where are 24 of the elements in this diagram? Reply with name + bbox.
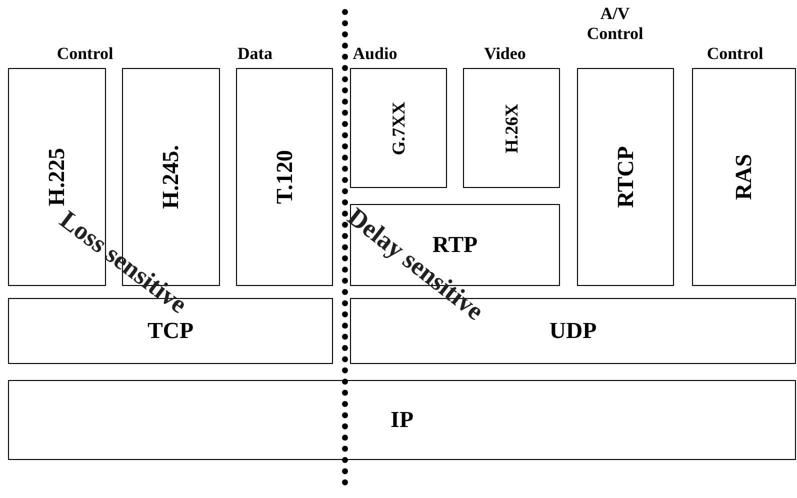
protocol-name: RAS	[731, 154, 757, 200]
protocol-box	[8, 68, 106, 286]
column-heading: Audio	[352, 44, 398, 64]
column-heading: A/V Control	[586, 4, 644, 44]
column-heading: Control	[56, 44, 114, 64]
protocol-name: H.225	[44, 148, 70, 206]
protocol-box	[463, 68, 560, 188]
column-heading: Video	[483, 44, 527, 64]
protocol-name: T.120	[272, 150, 298, 204]
column-heading: Control	[706, 44, 764, 64]
protocol-box	[692, 68, 796, 286]
protocol-name: H.26X	[501, 103, 522, 153]
protocol-name: RTCP	[612, 146, 638, 208]
protocol-name: H.245.	[158, 145, 184, 209]
protocol-name: RTP	[432, 232, 478, 257]
protocol-name: IP	[390, 407, 414, 433]
protocol-box	[236, 68, 333, 286]
protocol-box	[350, 68, 447, 188]
protocol-name: UDP	[549, 318, 597, 344]
protocol-name: TCP	[148, 318, 194, 344]
protocol-layer-box	[8, 380, 796, 460]
protocol-box	[577, 68, 674, 286]
protocol-name: G.7XX	[388, 101, 409, 155]
column-heading: Data	[236, 44, 274, 64]
